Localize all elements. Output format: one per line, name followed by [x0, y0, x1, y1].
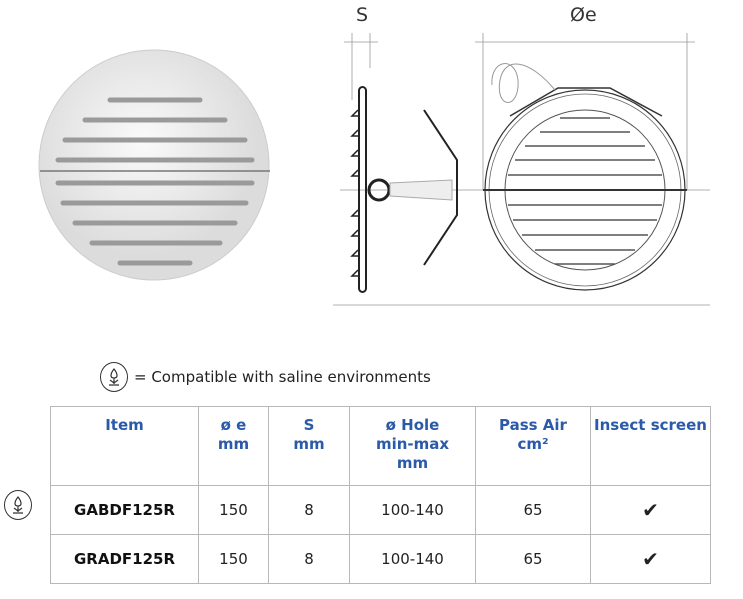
item-code: GRADF125R: [50, 534, 199, 584]
header-text: ø e: [220, 416, 247, 434]
header-text: S: [303, 416, 315, 434]
s-value: 8: [268, 485, 350, 535]
header-text: mm: [217, 435, 250, 453]
hole-value: 100-140: [349, 534, 476, 584]
insect-screen-check: ✔: [590, 485, 711, 535]
header-text: Item: [105, 416, 144, 434]
saline-compatible-icon: [4, 490, 32, 520]
diameter-value: 150: [198, 534, 269, 584]
dimension-diameter-label: Øe: [570, 4, 597, 26]
product-photo: [38, 49, 270, 281]
header-insect-screen: Insect screen: [590, 406, 711, 486]
saline-compatible-icon: [100, 362, 128, 392]
table-row: GRADF125R 150 8 100-140 65 ✔: [50, 534, 711, 584]
dimension-s-label: S: [356, 4, 369, 26]
header-text: Pass Air: [499, 416, 567, 434]
header-text: cm²: [517, 435, 549, 453]
hole-value: 100-140: [349, 485, 476, 535]
diameter-value: 150: [198, 485, 269, 535]
header-item: Item: [50, 406, 199, 486]
pass-air-value: 65: [475, 485, 591, 535]
header-text: mm: [396, 454, 429, 472]
s-value: 8: [268, 534, 350, 584]
item-code: GABDF125R: [50, 485, 199, 535]
insect-screen-check: ✔: [590, 534, 711, 584]
pass-air-value: 65: [475, 534, 591, 584]
header-text: mm: [293, 435, 325, 453]
legend: = Compatible with saline environments: [100, 362, 431, 392]
header-text: min-max: [375, 435, 450, 453]
header-text: ø Hole: [385, 416, 440, 434]
header-text: Insect screen: [594, 416, 707, 434]
legend-text: = Compatible with saline environments: [134, 368, 431, 386]
technical-drawing: [333, 33, 710, 306]
table-row: GABDF125R 150 8 100-140 65 ✔: [50, 485, 711, 535]
